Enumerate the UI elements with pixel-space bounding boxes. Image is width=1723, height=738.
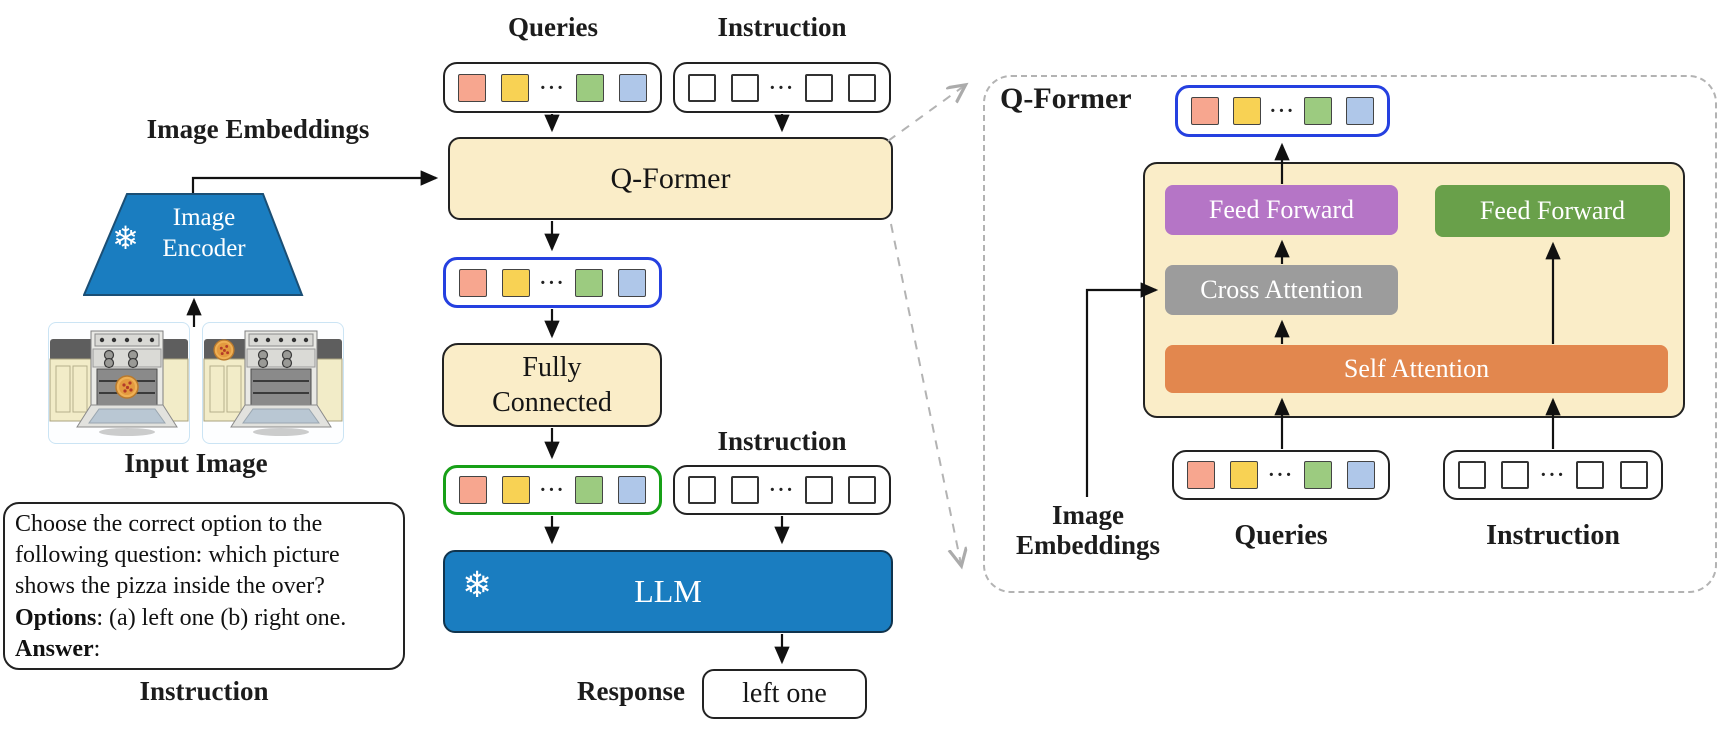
queries-label-right: Queries <box>1234 520 1328 551</box>
query-token-yellow <box>1232 97 1261 125</box>
query-token-green <box>575 476 604 504</box>
query-token-salmon <box>459 268 487 297</box>
query-token-blue <box>617 476 646 504</box>
query-token-blue <box>617 268 646 297</box>
self-attention-box: Self Attention <box>1165 345 1668 393</box>
instruction-token-row-mid: ··· <box>673 465 891 515</box>
query-token-blue <box>1346 461 1375 489</box>
response-text: left one <box>742 678 827 709</box>
qformer-detail-panel <box>983 75 1717 593</box>
projected-token-row: ··· <box>443 465 662 515</box>
image-encoder-label: Image Encoder <box>162 204 246 263</box>
instruction-token <box>730 476 759 504</box>
instruction-token <box>1458 461 1486 489</box>
instruction-question: Choose the correct option to the followi… <box>15 511 340 600</box>
queries-token-row-right: ··· <box>1172 450 1390 500</box>
query-token-salmon <box>1191 97 1219 125</box>
cross-attention-box: Cross Attention <box>1165 265 1398 315</box>
instruction-label-right: Instruction <box>1486 520 1620 551</box>
fully-connected-box: Fully Connected <box>442 343 662 427</box>
answer-text: : <box>93 635 101 662</box>
instruction-token-row-right: ··· <box>1443 450 1663 500</box>
instruction-token <box>847 73 876 102</box>
frozen-snowflake-icon: ❄ <box>112 219 139 257</box>
query-token-green <box>1304 97 1333 125</box>
instruction-token <box>730 73 759 102</box>
instruction-token <box>847 476 876 504</box>
qformer-output-token-row: ··· <box>1175 85 1390 137</box>
feed-forward-right-label: Feed Forward <box>1479 196 1626 225</box>
instruction-token-row-top: ··· <box>673 62 891 113</box>
instruction-token <box>1576 461 1605 489</box>
instruction-label-mid: Instruction <box>717 426 847 456</box>
ellipsis: ··· <box>1269 100 1296 122</box>
query-token-blue <box>1345 97 1374 125</box>
query-token-salmon <box>459 476 487 504</box>
instruction-token <box>688 73 716 102</box>
options-text: : (a) left one (b) right one. <box>96 604 347 631</box>
instruction-token <box>804 73 833 102</box>
llm-label: LLM <box>634 573 702 609</box>
llm-box: LLM <box>443 550 893 633</box>
query-token-yellow <box>1229 461 1258 489</box>
feed-forward-left-label: Feed Forward <box>1208 195 1355 224</box>
query-token-yellow <box>501 73 530 102</box>
query-token-blue <box>618 73 647 102</box>
query-output-token-row: ··· <box>443 257 662 308</box>
options-label: Options <box>15 604 97 631</box>
image-embeddings-label-right: Image Embeddings <box>1015 500 1161 561</box>
answer-label: Answer <box>15 635 94 662</box>
query-token-yellow <box>501 476 530 504</box>
instruction-token <box>1619 461 1648 489</box>
ellipsis: ··· <box>539 479 566 501</box>
query-token-yellow <box>501 268 530 297</box>
ellipsis: ··· <box>539 76 566 99</box>
queries-token-row: ··· <box>443 62 662 113</box>
feed-forward-right-box: Feed Forward <box>1435 185 1670 237</box>
ellipsis: ··· <box>768 479 795 501</box>
response-label: Response <box>576 676 685 706</box>
feed-forward-left-box: Feed Forward <box>1165 185 1398 235</box>
instruction-token <box>1501 461 1530 489</box>
self-attention-label: Self Attention <box>1343 354 1490 383</box>
ellipsis: ··· <box>768 76 795 99</box>
instruction-token <box>804 476 833 504</box>
queries-label-top: Queries <box>508 12 598 42</box>
image-encoder-trapezoid <box>83 193 304 296</box>
instruction-text-box: Choose the correct option to the followi… <box>3 502 405 670</box>
qformer-box-label: Q-Former <box>610 161 731 195</box>
instruction-label-top: Instruction <box>717 12 847 42</box>
input-image-label: Input Image <box>124 448 268 478</box>
frozen-snowflake-icon-llm: ❄ <box>462 565 493 606</box>
query-token-green <box>575 73 604 102</box>
input-image-right <box>202 322 344 444</box>
query-token-salmon <box>458 73 486 102</box>
query-token-green <box>1303 461 1332 489</box>
ellipsis: ··· <box>539 271 566 294</box>
query-token-green <box>575 268 604 297</box>
cross-attention-label: Cross Attention <box>1200 275 1363 304</box>
query-token-salmon <box>1187 461 1215 489</box>
qformer-detail-title: Q-Former <box>1000 82 1132 115</box>
image-embeddings-label: Image Embeddings <box>146 114 370 144</box>
fully-connected-label: Fully Connected <box>492 352 612 418</box>
input-image-left <box>48 322 190 444</box>
ellipsis: ··· <box>1267 464 1294 486</box>
qformer-box: Q-Former <box>448 137 893 220</box>
response-box: left one <box>702 669 867 719</box>
ellipsis: ··· <box>1539 464 1566 486</box>
instruction-caption: Instruction <box>139 676 269 706</box>
instruction-token <box>688 476 716 504</box>
